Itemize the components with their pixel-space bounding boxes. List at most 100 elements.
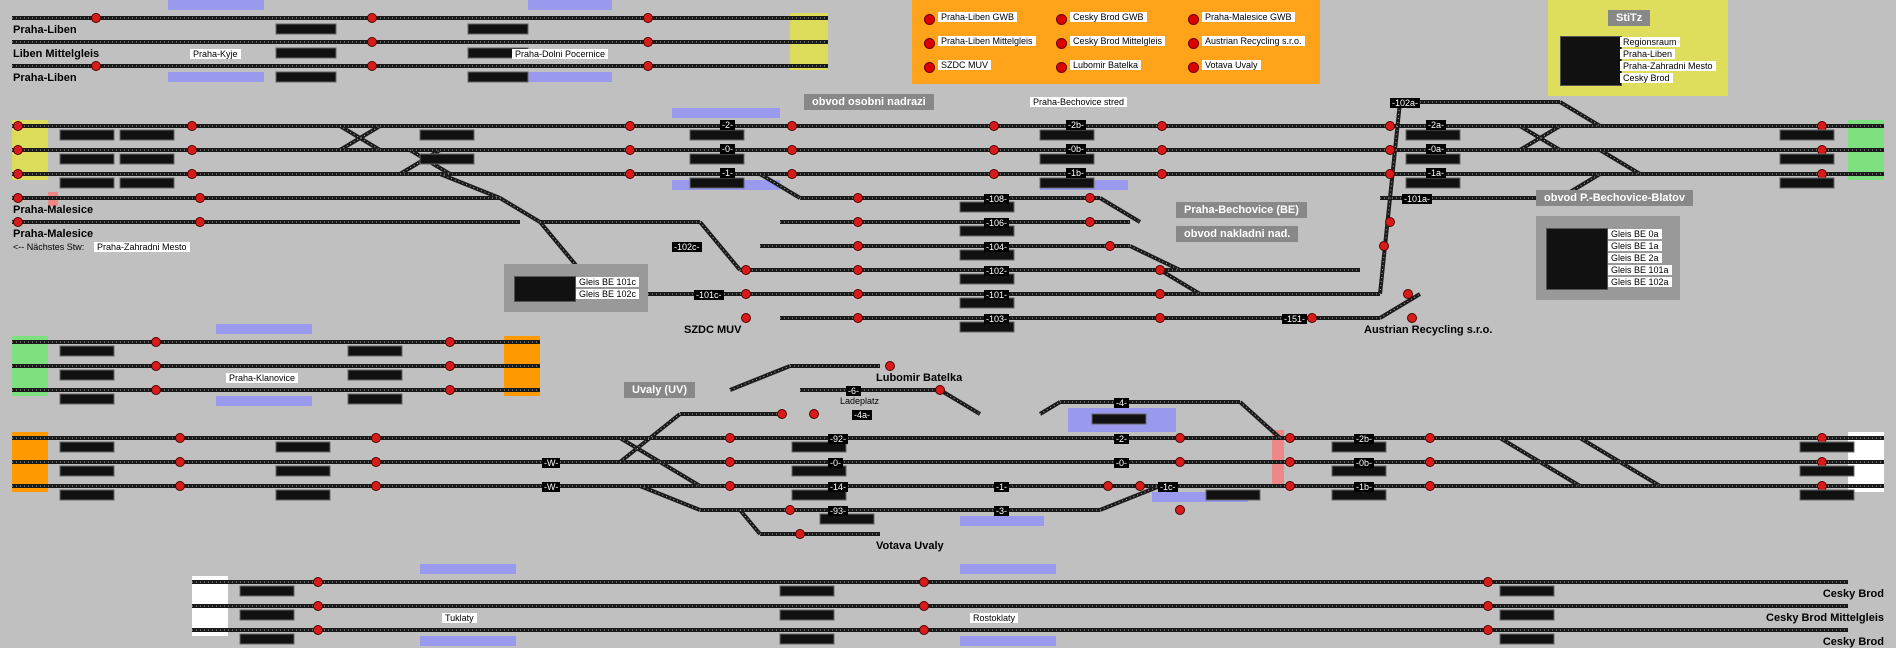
signal[interactable]: [1425, 433, 1435, 443]
legend-item[interactable]: Austrian Recycling s.r.o.: [1202, 36, 1305, 46]
signal[interactable]: [313, 577, 323, 587]
signal[interactable]: [1085, 217, 1095, 227]
track-occupancy-indicator[interactable]: [1091, 413, 1147, 425]
signal[interactable]: [1157, 145, 1167, 155]
signal[interactable]: [919, 625, 929, 635]
track-occupancy-indicator[interactable]: [467, 71, 529, 83]
track-occupancy-indicator[interactable]: [59, 345, 115, 357]
track-occupancy-indicator[interactable]: [119, 177, 175, 189]
signal[interactable]: [1175, 505, 1185, 515]
signal[interactable]: [91, 13, 101, 23]
track-occupancy-indicator[interactable]: [275, 489, 331, 501]
signal[interactable]: [1175, 457, 1185, 467]
gleis-be-item[interactable]: Gleis BE 102a: [1608, 277, 1672, 287]
track-occupancy-indicator[interactable]: [59, 153, 115, 165]
track-occupancy-indicator[interactable]: [1205, 489, 1261, 501]
signal[interactable]: [787, 121, 797, 131]
signal[interactable]: [187, 169, 197, 179]
track-occupancy-indicator[interactable]: [239, 585, 295, 597]
signal[interactable]: [1425, 481, 1435, 491]
stitz-list-item[interactable]: Praha-Liben: [1620, 49, 1676, 59]
signal[interactable]: [989, 121, 999, 131]
signal[interactable]: [625, 121, 635, 131]
track-occupancy-indicator[interactable]: [419, 153, 475, 165]
signal[interactable]: [1385, 217, 1395, 227]
gleis-be-item[interactable]: Gleis BE 101c: [576, 277, 640, 287]
track-occupancy-indicator[interactable]: [1499, 585, 1555, 597]
signal[interactable]: [187, 145, 197, 155]
track-occupancy-indicator[interactable]: [1405, 153, 1461, 165]
track-occupancy-indicator[interactable]: [791, 489, 847, 501]
signal[interactable]: [175, 457, 185, 467]
signal[interactable]: [1817, 169, 1827, 179]
signal[interactable]: [175, 481, 185, 491]
signal[interactable]: [1175, 433, 1185, 443]
signal[interactable]: [91, 61, 101, 71]
signal[interactable]: [741, 313, 751, 323]
track-occupancy-indicator[interactable]: [347, 345, 403, 357]
signal[interactable]: [13, 193, 23, 203]
signal[interactable]: [1155, 289, 1165, 299]
signal[interactable]: [1425, 457, 1435, 467]
signal[interactable]: [371, 481, 381, 491]
signal[interactable]: [151, 361, 161, 371]
signal[interactable]: [919, 601, 929, 611]
signal[interactable]: [1403, 289, 1413, 299]
track-occupancy-indicator[interactable]: [1499, 609, 1555, 621]
signal[interactable]: [195, 193, 205, 203]
track-occupancy-indicator[interactable]: [239, 633, 295, 645]
signal[interactable]: [853, 265, 863, 275]
signal[interactable]: [175, 433, 185, 443]
next-stw-zahradni-mesto[interactable]: Praha-Zahradni Mesto: [94, 242, 190, 252]
signal[interactable]: [809, 409, 819, 419]
signal[interactable]: [853, 241, 863, 251]
signal[interactable]: [853, 313, 863, 323]
track-occupancy-indicator[interactable]: [59, 393, 115, 405]
track-occupancy-indicator[interactable]: [59, 369, 115, 381]
track-occupancy-indicator[interactable]: [1779, 129, 1835, 141]
track-occupancy-indicator[interactable]: [1039, 177, 1095, 189]
signal[interactable]: [853, 193, 863, 203]
signal[interactable]: [1483, 577, 1493, 587]
signal[interactable]: [777, 409, 787, 419]
gleis-be-item[interactable]: Gleis BE 0a: [1608, 229, 1662, 239]
signal[interactable]: [1155, 265, 1165, 275]
signal[interactable]: [371, 433, 381, 443]
track-occupancy-indicator[interactable]: [1799, 441, 1855, 453]
signal[interactable]: [785, 505, 795, 515]
legend-item[interactable]: Cesky Brod Mittelgleis: [1070, 36, 1166, 46]
track-occupancy-indicator[interactable]: [59, 441, 115, 453]
signal[interactable]: [367, 61, 377, 71]
signal[interactable]: [1817, 457, 1827, 467]
gleis-be-left-buttons[interactable]: [514, 276, 576, 302]
legend-item[interactable]: Praha-Liben Mittelgleis: [938, 36, 1036, 46]
track-occupancy-indicator[interactable]: [1405, 177, 1461, 189]
signal[interactable]: [989, 169, 999, 179]
track-occupancy-indicator[interactable]: [419, 129, 475, 141]
signal[interactable]: [1157, 169, 1167, 179]
signal[interactable]: [1157, 121, 1167, 131]
track-occupancy-indicator[interactable]: [275, 465, 331, 477]
signal[interactable]: [1817, 145, 1827, 155]
track-occupancy-indicator[interactable]: [275, 71, 337, 83]
signal[interactable]: [795, 529, 805, 539]
signal[interactable]: [1385, 121, 1395, 131]
signal[interactable]: [1407, 313, 1417, 323]
signal[interactable]: [367, 13, 377, 23]
track-occupancy-indicator[interactable]: [1779, 153, 1835, 165]
track-occupancy-indicator[interactable]: [779, 585, 835, 597]
track-occupancy-indicator[interactable]: [275, 47, 337, 59]
track-occupancy-indicator[interactable]: [779, 633, 835, 645]
legend-item[interactable]: Cesky Brod GWB: [1070, 12, 1147, 22]
track-occupancy-indicator[interactable]: [347, 369, 403, 381]
track-occupancy-indicator[interactable]: [275, 441, 331, 453]
track-occupancy-indicator[interactable]: [779, 609, 835, 621]
signal[interactable]: [13, 217, 23, 227]
signal[interactable]: [725, 481, 735, 491]
track-occupancy-indicator[interactable]: [467, 23, 529, 35]
track-occupancy-indicator[interactable]: [1779, 177, 1835, 189]
track-occupancy-indicator[interactable]: [119, 129, 175, 141]
signal[interactable]: [13, 121, 23, 131]
signal[interactable]: [643, 37, 653, 47]
signal[interactable]: [919, 577, 929, 587]
